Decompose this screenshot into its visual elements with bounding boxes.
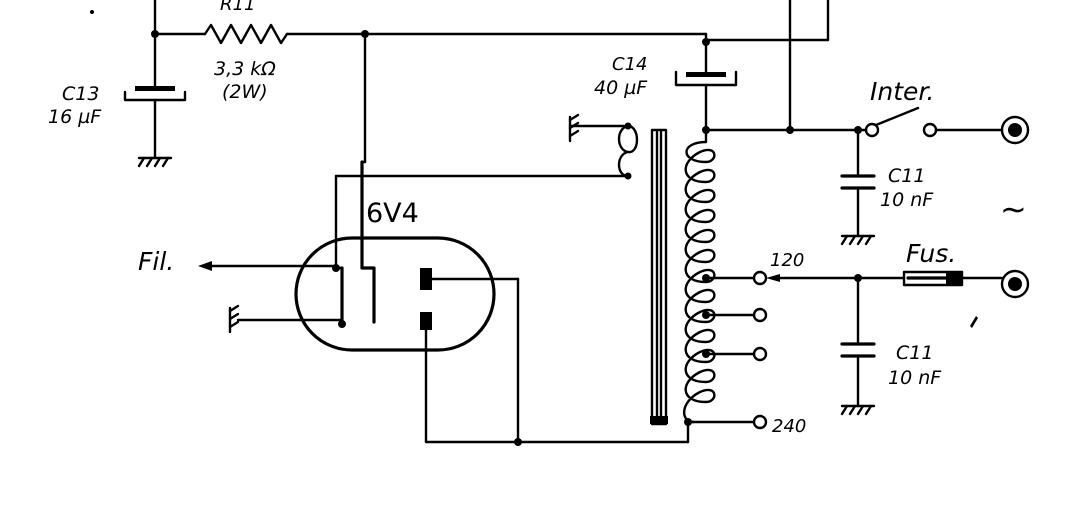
tube-name-label: 6V4 <box>366 198 419 229</box>
c11-bottom-value-label: 10 nF <box>888 367 942 389</box>
resistor-r11 <box>203 23 289 45</box>
c11-top-name-label: C11 <box>888 165 925 187</box>
stray-mark <box>90 10 94 14</box>
primary-taps <box>686 270 860 430</box>
fil-label: Fil. <box>138 247 174 276</box>
filament-secondary-winding <box>334 122 639 180</box>
c14-name-label: C14 <box>612 54 647 75</box>
capacitor-c13 <box>123 32 187 160</box>
r11-power-label: (2W) <box>222 81 268 103</box>
mains-line-2 <box>854 274 906 282</box>
ground-symbol-c11-top <box>840 234 876 246</box>
transformer-core <box>650 128 668 426</box>
ground-symbol-tube <box>228 304 240 334</box>
fuse <box>902 270 1004 287</box>
tap-120-label: 120 <box>770 250 804 271</box>
ground-symbol-c13 <box>137 156 173 168</box>
inter-label: Inter. <box>870 77 934 106</box>
mains-terminal-top <box>1000 115 1030 145</box>
capacitor-c11-top <box>840 128 876 238</box>
ground-symbol-c11-bottom <box>840 404 876 416</box>
mains-switch-inter <box>864 106 1004 138</box>
c14-value-label: 40 µF <box>594 77 648 99</box>
c11-top-value-label: 10 nF <box>880 189 934 211</box>
rectifier-tube-6v4 <box>198 160 690 446</box>
ac-symbol: ∼ <box>1000 190 1027 228</box>
fus-label: Fus. <box>906 239 956 268</box>
c13-name-label: C13 <box>62 83 99 105</box>
stray-mark <box>970 316 978 328</box>
ground-symbol-filament <box>568 113 580 143</box>
transformer-primary-winding <box>683 126 716 426</box>
c13-value-label: 16 µF <box>48 106 102 128</box>
capacitor-c11-bottom <box>840 276 876 408</box>
r11-value-label: 3,3 kΩ <box>214 58 276 80</box>
capacitor-c14 <box>674 40 738 132</box>
mains-line-1 <box>704 126 868 134</box>
c11-bottom-name-label: C11 <box>896 342 933 364</box>
mains-terminal-bottom <box>1000 269 1030 299</box>
tap-240-label: 240 <box>772 416 806 437</box>
r11-name-label: R11 <box>220 0 255 15</box>
